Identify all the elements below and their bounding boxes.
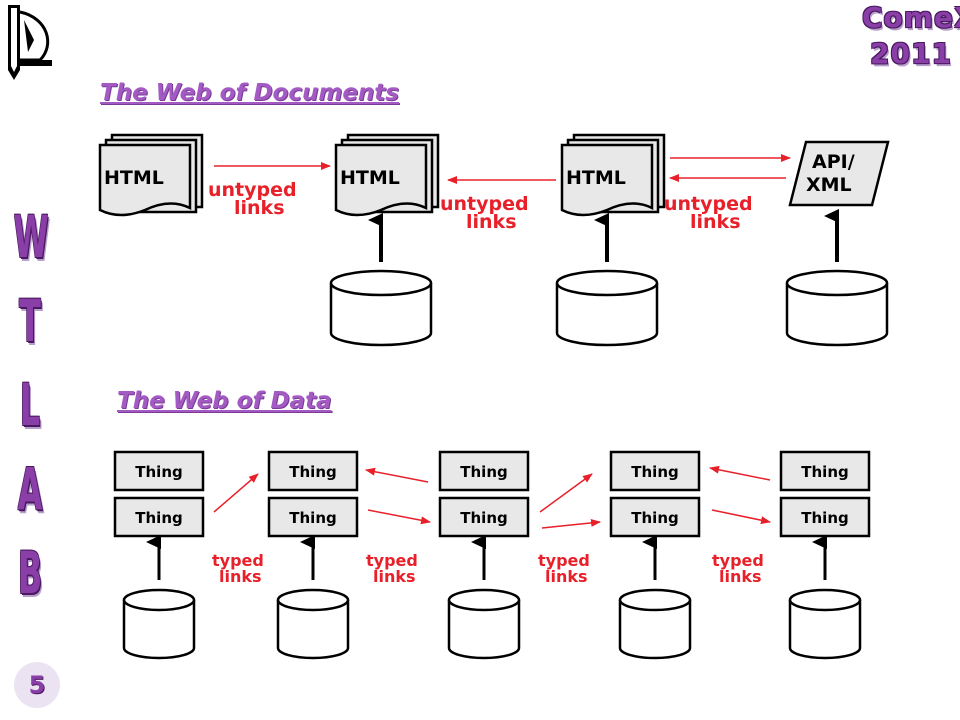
- typed-links-label-4-line1: typed: [712, 551, 764, 570]
- typed-links-label-2-line2: links: [373, 567, 416, 586]
- thing-box: Thing: [609, 450, 701, 492]
- brand-year: 2011: [870, 37, 952, 70]
- api-xml-box: API/ XML: [788, 140, 890, 207]
- pen-logo-icon: [8, 5, 52, 80]
- html-doc-label-3: HTML: [566, 167, 626, 189]
- data-link-arrow-6: [709, 465, 771, 481]
- typed-links-label-1-line2: links: [219, 567, 262, 586]
- data-link-arrow-7: [711, 509, 771, 525]
- thing-label: Thing: [801, 509, 848, 527]
- thing-label: Thing: [289, 509, 336, 527]
- database-icon: [555, 269, 659, 347]
- html-doc-label-1: HTML: [104, 167, 164, 189]
- database-icon: [785, 269, 889, 347]
- untyped-links-label-1-line2: links: [234, 197, 285, 219]
- thing-box: Thing: [113, 496, 205, 538]
- thing-box: Thing: [779, 450, 871, 492]
- thing-box: Thing: [779, 496, 871, 538]
- database-icon: [122, 588, 196, 660]
- typed-links-label-2-line1: typed: [366, 551, 418, 570]
- thing-label: Thing: [135, 509, 182, 527]
- untyped-links-label-1-line1: untyped: [208, 179, 297, 201]
- typed-links-label-1-line1: typed: [212, 551, 264, 570]
- database-icon: [618, 588, 692, 660]
- wtlab-letter-w: W: [13, 203, 49, 271]
- wtlab-letter-t: T: [19, 287, 41, 355]
- thing-label: Thing: [631, 509, 678, 527]
- untyped-links-label-2-line2: links: [466, 211, 517, 233]
- thing-box: Thing: [438, 496, 530, 538]
- xml-label: XML: [806, 174, 852, 196]
- thing-label: Thing: [135, 463, 182, 481]
- brand-name: ComeX: [862, 1, 960, 34]
- page-number-badge: 5: [14, 662, 60, 708]
- database-icon: [276, 588, 350, 660]
- untyped-links-label-3-line2: links: [690, 211, 741, 233]
- data-link-arrow-5: [541, 518, 601, 529]
- typed-links-label-3-line2: links: [545, 567, 588, 586]
- data-link-arrow-4: [539, 473, 593, 513]
- api-label: API/: [812, 151, 855, 173]
- thing-box: Thing: [267, 496, 359, 538]
- thing-label: Thing: [631, 463, 678, 481]
- data-link-arrow-2: [365, 467, 429, 483]
- html-document-stack-1: HTML: [98, 133, 204, 217]
- wtlab-letter-l: L: [19, 371, 41, 439]
- database-icon: [447, 588, 521, 660]
- thing-label: Thing: [460, 509, 507, 527]
- data-link-arrow-1: [213, 473, 259, 513]
- thing-box: Thing: [113, 450, 205, 492]
- thing-box: Thing: [267, 450, 359, 492]
- untyped-links-label-2-line1: untyped: [440, 193, 529, 215]
- html-doc-label-2: HTML: [340, 167, 400, 189]
- comex-brand: ComeX 2011: [862, 0, 960, 72]
- wtlab-letter-b: B: [17, 539, 43, 607]
- untyped-links-label-3-line1: untyped: [664, 193, 753, 215]
- thing-box: Thing: [609, 496, 701, 538]
- web-of-data-title: The Web of Data: [117, 388, 332, 414]
- thing-box: Thing: [438, 450, 530, 492]
- data-link-arrow-3: [367, 509, 431, 525]
- web-of-documents-title: The Web of Documents: [100, 80, 399, 106]
- thing-label: Thing: [460, 463, 507, 481]
- wtlab-letter-a: A: [17, 455, 43, 523]
- typed-links-label-4-line2: links: [719, 567, 762, 586]
- thing-label: Thing: [801, 463, 848, 481]
- database-icon: [329, 269, 433, 347]
- database-icon: [788, 588, 862, 660]
- html-document-stack-3: HTML: [560, 133, 666, 217]
- typed-links-label-3-line1: typed: [538, 551, 590, 570]
- wtlab-vertical-logo: W T L A B: [0, 195, 60, 615]
- html-document-stack-2: HTML: [334, 133, 440, 217]
- thing-label: Thing: [289, 463, 336, 481]
